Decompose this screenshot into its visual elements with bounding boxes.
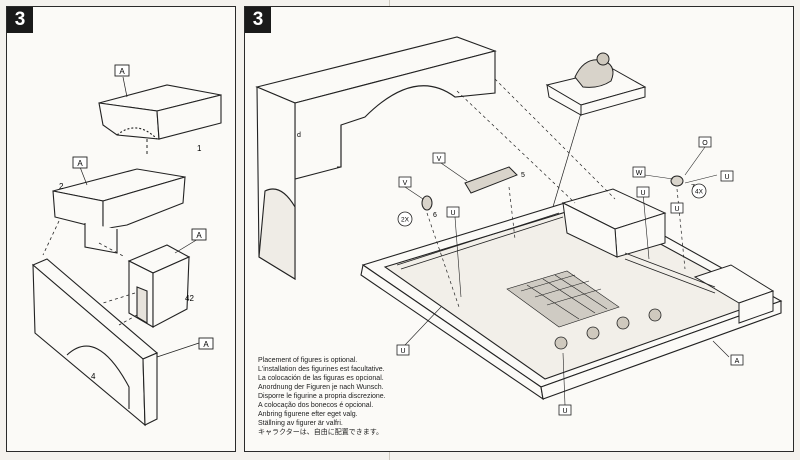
- part-number: 6: [433, 212, 437, 219]
- figure-placement-note: Placement of figures is optional. L'inst…: [258, 356, 398, 437]
- part-label: A: [119, 67, 125, 76]
- part-roof: [98, 84, 222, 140]
- note-line: Placement of figures is optional.: [258, 357, 358, 364]
- part-label: U: [640, 190, 645, 197]
- part-label-group: V V U U U U W O U A U: [396, 136, 744, 416]
- part-knob: [421, 175, 684, 211]
- part-label: O: [702, 140, 708, 147]
- label-leaders: [79, 76, 200, 358]
- part-number: 42: [185, 294, 194, 303]
- figure-platform: [545, 52, 647, 116]
- part-label: U: [674, 206, 679, 213]
- rails: [396, 212, 716, 294]
- quantity-badge-group: 2X 4X: [397, 183, 707, 227]
- part-lever: [464, 166, 518, 194]
- quantity-badge: 4X: [695, 189, 704, 196]
- part-number: 5: [521, 172, 525, 179]
- floor-figures: [554, 308, 662, 350]
- side-block: [693, 264, 775, 324]
- part-label: A: [735, 358, 740, 365]
- note-line: A colocação dos bonecos é opcional.: [258, 402, 374, 409]
- part-wall-middle: [52, 168, 186, 254]
- rear-block: [561, 188, 667, 258]
- note-line: Ställning av figurer är valfri.: [258, 420, 343, 427]
- guide-lines: [426, 78, 686, 308]
- part-number: d: [297, 132, 301, 139]
- note-line: L'installation des figurines est faculta…: [258, 366, 385, 373]
- left-panel: 3: [6, 6, 236, 452]
- part-label: A: [203, 340, 209, 349]
- quantity-badge: 2X: [401, 217, 410, 224]
- part-number: 1: [197, 144, 202, 153]
- note-line: キャラクターは、自由に配置できます。: [258, 429, 384, 436]
- part-label: V: [403, 180, 408, 187]
- trap-door-grate: [506, 270, 620, 328]
- step-number-right: 3: [245, 7, 271, 33]
- note-line: La colocación de las figuras es opcional…: [258, 375, 384, 382]
- label-leaders: [404, 146, 730, 406]
- part-upper-wall: [255, 36, 497, 280]
- part-label: U: [400, 348, 405, 355]
- left-assembly-diagram: A A A A 1 2 42 4: [31, 64, 222, 427]
- right-panel: 3: [244, 6, 794, 452]
- part-wall-base: [31, 258, 159, 427]
- part-label: U: [724, 174, 729, 181]
- guide-lines: [42, 220, 138, 326]
- part-label: U: [450, 210, 455, 217]
- part-number-group: 1 2 42 4: [59, 144, 202, 381]
- part-label: U: [562, 408, 567, 415]
- part-label-group: A A A A: [72, 64, 214, 350]
- part-label: V: [437, 156, 442, 163]
- part-number: 2: [59, 182, 64, 191]
- note-line: Anordnung der Figuren je nach Wunsch.: [258, 384, 384, 391]
- part-label: A: [77, 159, 83, 168]
- right-assembly-diagram: V V U U U U W O U A U: [255, 36, 783, 416]
- part-post: [127, 244, 191, 328]
- step-number-left: 3: [7, 7, 33, 33]
- part-label: W: [636, 170, 643, 177]
- part-label: A: [196, 231, 202, 240]
- note-line: Disporre le figurine a propria discrezio…: [258, 393, 386, 400]
- part-number: 4: [91, 372, 96, 381]
- note-line: Anbring figurene efter eget valg.: [258, 411, 358, 418]
